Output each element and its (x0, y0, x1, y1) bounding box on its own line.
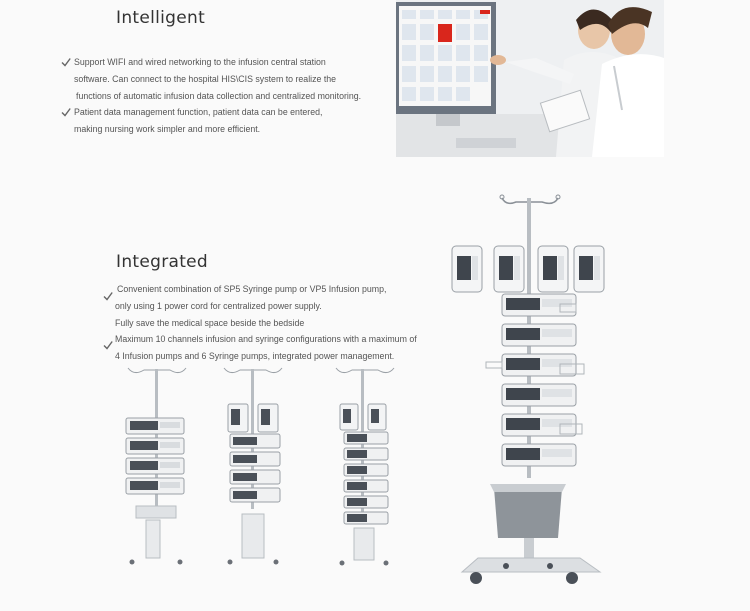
intelligent-heading: Intelligent (116, 8, 206, 28)
check-icon (103, 291, 113, 301)
check-icon (61, 57, 71, 67)
infusion-stand-small-3 (330, 364, 400, 568)
infusion-stand-small-2 (218, 364, 288, 568)
text-line: Maximum 10 channels infusion and syringe… (115, 334, 417, 344)
text-line: 4 Infusion pumps and 6 Syringe pumps, in… (115, 351, 395, 361)
text-line: Patient data management function, patien… (74, 107, 323, 117)
integrated-heading: Integrated (116, 252, 209, 272)
infusion-stand-small-1 (122, 364, 192, 568)
doctors-touchscreen-photo (396, 0, 664, 157)
text-line: Fully save the medical space beside the … (115, 318, 305, 328)
text-line: only using 1 power cord for centralized … (115, 301, 322, 311)
text-line: functions of automatic infusion data col… (76, 91, 362, 101)
text-line: Convenient combination of SP5 Syringe pu… (117, 284, 387, 294)
check-icon (103, 340, 113, 350)
text-line: software. Can connect to the hospital HI… (74, 74, 337, 84)
infusion-workstation-large (450, 192, 620, 590)
text-line: Support WIFI and wired networking to the… (74, 57, 326, 67)
text-line: making nursing work simpler and more eff… (74, 124, 261, 134)
check-icon (61, 107, 71, 117)
